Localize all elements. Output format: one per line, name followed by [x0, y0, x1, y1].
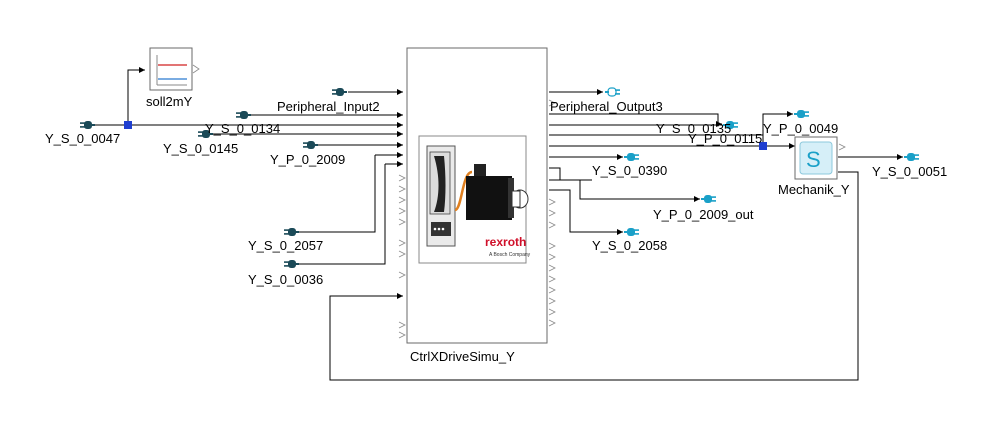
- label-y-p-0-0049: Y_P_0_0049: [763, 121, 838, 136]
- label-y-s-0-2058: Y_S_0_2058: [592, 238, 667, 253]
- label-y-s-0-0145: Y_S_0_0145: [163, 141, 238, 156]
- brand-logo: rexroth: [485, 235, 526, 249]
- label-y-s-0-0134: Y_S_0_0134: [205, 121, 280, 136]
- inport-connector-icon[interactable]: [332, 88, 347, 96]
- inport-connector-icon[interactable]: [284, 260, 299, 268]
- junction-node-icon: [759, 142, 767, 150]
- unconnected-input-ports: [398, 174, 406, 339]
- label-y-p-0-0115: Y_P_0_0115: [688, 131, 762, 146]
- label-y-s-0-0390: Y_S_0_0390: [592, 163, 667, 178]
- inport-connector-icon[interactable]: [303, 141, 318, 149]
- unconnected-output-ports: [548, 99, 556, 327]
- wires: [95, 67, 903, 381]
- mechanik-y-label: Mechanik_Y: [778, 182, 850, 197]
- label-peripheral-input2: Peripheral_Input2: [277, 99, 380, 114]
- inport-connector-icon[interactable]: [236, 111, 251, 119]
- port-labels: Y_S_0_0047 Peripheral_Input2 Y_S_0_0134 …: [45, 99, 947, 287]
- label-y-s-0-0047: Y_S_0_0047: [45, 131, 120, 146]
- brand-tagline: A Bosch Company: [489, 252, 531, 258]
- drive-image: rexroth A Bosch Company: [418, 135, 531, 264]
- ctrlx-drive-block[interactable]: rexroth A Bosch Company CtrlXDriveSimu_Y: [398, 47, 556, 364]
- inport-connector-icon[interactable]: [80, 121, 95, 129]
- outport-connector-icon[interactable]: [794, 110, 809, 118]
- label-y-s-0-0051: Y_S_0_0051: [872, 164, 947, 179]
- outport-connector-icon[interactable]: [624, 228, 639, 236]
- outport-connector-icon[interactable]: [624, 153, 639, 161]
- label-y-p-0-2009: Y_P_0_2009: [270, 152, 345, 167]
- outport-connector-icon[interactable]: [701, 195, 716, 203]
- soll2mY-label: soll2mY: [146, 94, 193, 109]
- label-y-s-0-0036: Y_S_0_0036: [248, 272, 323, 287]
- outport-connector-icon[interactable]: [904, 153, 919, 161]
- label-y-s-0-2057: Y_S_0_2057: [248, 238, 323, 253]
- mechanics-symbol: S: [806, 147, 821, 172]
- outline-connector-icon[interactable]: [605, 87, 621, 97]
- junction-node-icon: [124, 121, 132, 129]
- label-y-s-0-0135: Y_S_0_0135: [656, 121, 731, 136]
- ctrlx-drive-label: CtrlXDriveSimu_Y: [410, 349, 515, 364]
- label-y-p-0-2009-out: Y_P_0_2009_out: [653, 207, 754, 222]
- soll2mY-block[interactable]: soll2mY: [146, 47, 200, 109]
- label-peripheral-output3: Peripheral_Output3: [550, 99, 663, 114]
- mechanik-y-block[interactable]: S Mechanik_Y: [778, 136, 850, 197]
- inport-connector-icon[interactable]: [284, 228, 299, 236]
